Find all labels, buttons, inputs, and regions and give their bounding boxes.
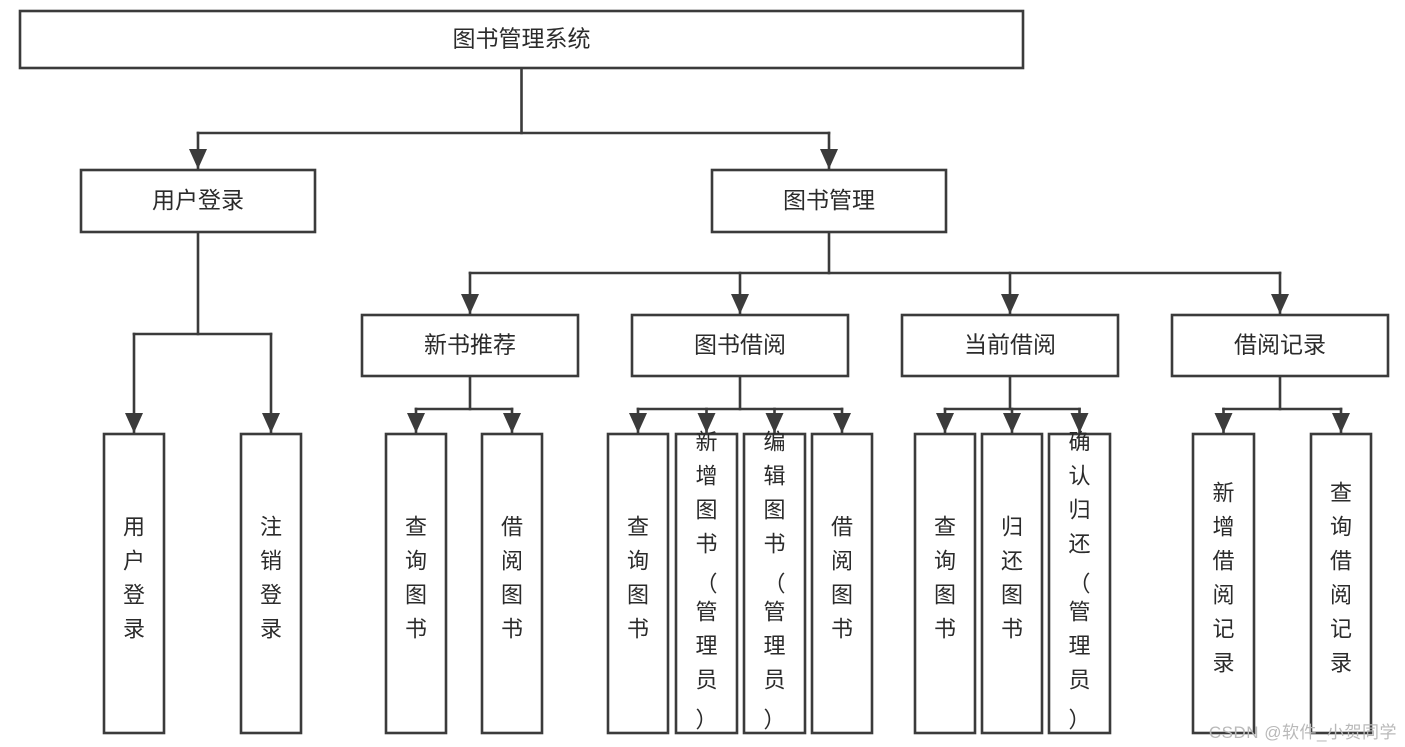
node-label-g3-add-book: 新增图书（管理员）: [695, 430, 717, 733]
node-label-g2-query-book: 查询图书: [405, 515, 427, 642]
node-label-leaf-user-login: 用户登录: [123, 515, 145, 642]
node-g5-add-record[interactable]: 新增借阅记录: [1191, 432, 1256, 735]
node-g4-return-book[interactable]: 归还图书: [980, 432, 1044, 735]
arrow-head-icon-borrow-record: [1271, 294, 1289, 314]
node-label-g4-return-book: 归还图书: [1001, 515, 1023, 642]
arrow-head-icon-g3-borrow-book: [833, 413, 851, 433]
node-box-g4-query-book: [913, 432, 977, 735]
node-box-book-borrow: [630, 313, 850, 378]
node-label-g3-edit-book: 编辑图书（管理员）: [763, 430, 785, 733]
node-box-g3-query-book: [606, 432, 670, 735]
node-book-borrow[interactable]: 图书借阅: [630, 313, 850, 378]
node-box-g4-confirm-return: [1047, 432, 1112, 735]
node-leaf-user-login[interactable]: 用户登录: [102, 432, 166, 735]
node-g3-add-book[interactable]: 新增图书（管理员）: [674, 430, 739, 735]
node-box-new-book-recommend: [360, 313, 580, 378]
arrow-head-icon-book-borrow: [731, 294, 749, 314]
arrow-head-icon-user-login: [189, 149, 207, 169]
node-leaf-user-logout[interactable]: 注销登录: [239, 432, 303, 735]
node-g3-query-book[interactable]: 查询图书: [606, 432, 670, 735]
node-box-g2-query-book: [384, 432, 448, 735]
arrow-head-icon-leaf-user-logout: [262, 413, 280, 433]
arrow-head-icon-g2-borrow-book: [503, 413, 521, 433]
node-user-login[interactable]: 用户登录: [79, 168, 317, 234]
csdn-watermark: CSDN @软件_小贺同学: [1208, 723, 1397, 742]
node-current-borrow[interactable]: 当前借阅: [900, 313, 1120, 378]
node-box-g5-query-record: [1309, 432, 1373, 735]
arrow-head-icon-g4-return-book: [1003, 413, 1021, 433]
node-box-book-management: [710, 168, 948, 234]
node-box-g3-add-book: [674, 432, 739, 735]
node-label-g4-confirm-return: 确认归还（管理员）: [1068, 430, 1090, 733]
node-label-borrow-record: 借阅记录: [1234, 332, 1326, 358]
node-g5-query-record[interactable]: 查询借阅记录: [1309, 432, 1373, 735]
node-g4-confirm-return[interactable]: 确认归还（管理员）: [1047, 430, 1112, 735]
node-label-new-book-recommend: 新书推荐: [424, 332, 516, 358]
node-label-root: 图书管理系统: [453, 26, 591, 52]
node-label-book-management: 图书管理: [783, 187, 875, 213]
node-box-g2-borrow-book: [480, 432, 544, 735]
node-g3-edit-book[interactable]: 编辑图书（管理员）: [742, 430, 807, 735]
node-label-g4-query-book: 查询图书: [934, 515, 956, 642]
node-label-user-login: 用户登录: [152, 187, 244, 213]
node-box-root: [18, 9, 1025, 70]
arrow-head-icon-g3-edit-book: [765, 413, 784, 433]
node-label-g5-query-record: 查询借阅记录: [1330, 481, 1352, 676]
arrow-head-icon-g3-query-book: [629, 413, 647, 433]
node-label-current-borrow: 当前借阅: [964, 332, 1056, 358]
arrow-head-icon-g5-add-record: [1214, 413, 1233, 433]
node-g2-borrow-book[interactable]: 借阅图书: [480, 432, 544, 735]
node-label-g3-borrow-book: 借阅图书: [831, 515, 853, 642]
node-box-g3-borrow-book: [810, 432, 874, 735]
arrow-head-icon-book-management: [820, 149, 838, 169]
arrow-head-icon-g3-add-book: [697, 413, 716, 433]
node-box-g4-return-book: [980, 432, 1044, 735]
arrow-head-icon-g4-query-book: [936, 413, 954, 433]
node-book-management[interactable]: 图书管理: [710, 168, 948, 234]
node-box-g3-edit-book: [742, 432, 807, 735]
node-label-book-borrow: 图书借阅: [694, 332, 786, 358]
node-g2-query-book[interactable]: 查询图书: [384, 432, 448, 735]
arrow-head-icon-leaf-user-login: [125, 413, 143, 433]
node-label-g3-query-book: 查询图书: [627, 515, 649, 642]
arrow-head-icon-g4-confirm-return: [1070, 413, 1089, 433]
node-box-g5-add-record: [1191, 432, 1256, 735]
node-g3-borrow-book[interactable]: 借阅图书: [810, 432, 874, 735]
node-box-user-login: [79, 168, 317, 234]
node-label-leaf-user-logout: 注销登录: [260, 515, 282, 642]
node-g4-query-book[interactable]: 查询图书: [913, 432, 977, 735]
arrow-head-icon-new-book-recommend: [461, 294, 479, 314]
node-borrow-record[interactable]: 借阅记录: [1170, 313, 1390, 378]
node-label-g5-add-record: 新增借阅记录: [1212, 481, 1234, 676]
node-box-leaf-user-logout: [239, 432, 303, 735]
node-box-leaf-user-login: [102, 432, 166, 735]
node-box-current-borrow: [900, 313, 1120, 378]
node-new-book-recommend[interactable]: 新书推荐: [360, 313, 580, 378]
arrow-head-icon-g5-query-record: [1332, 413, 1350, 433]
arrow-head-icon-current-borrow: [1001, 294, 1019, 314]
node-box-borrow-record: [1170, 313, 1390, 378]
node-root[interactable]: 图书管理系统: [18, 9, 1025, 70]
arrow-head-icon-g2-query-book: [407, 413, 425, 433]
node-label-g2-borrow-book: 借阅图书: [501, 515, 523, 642]
